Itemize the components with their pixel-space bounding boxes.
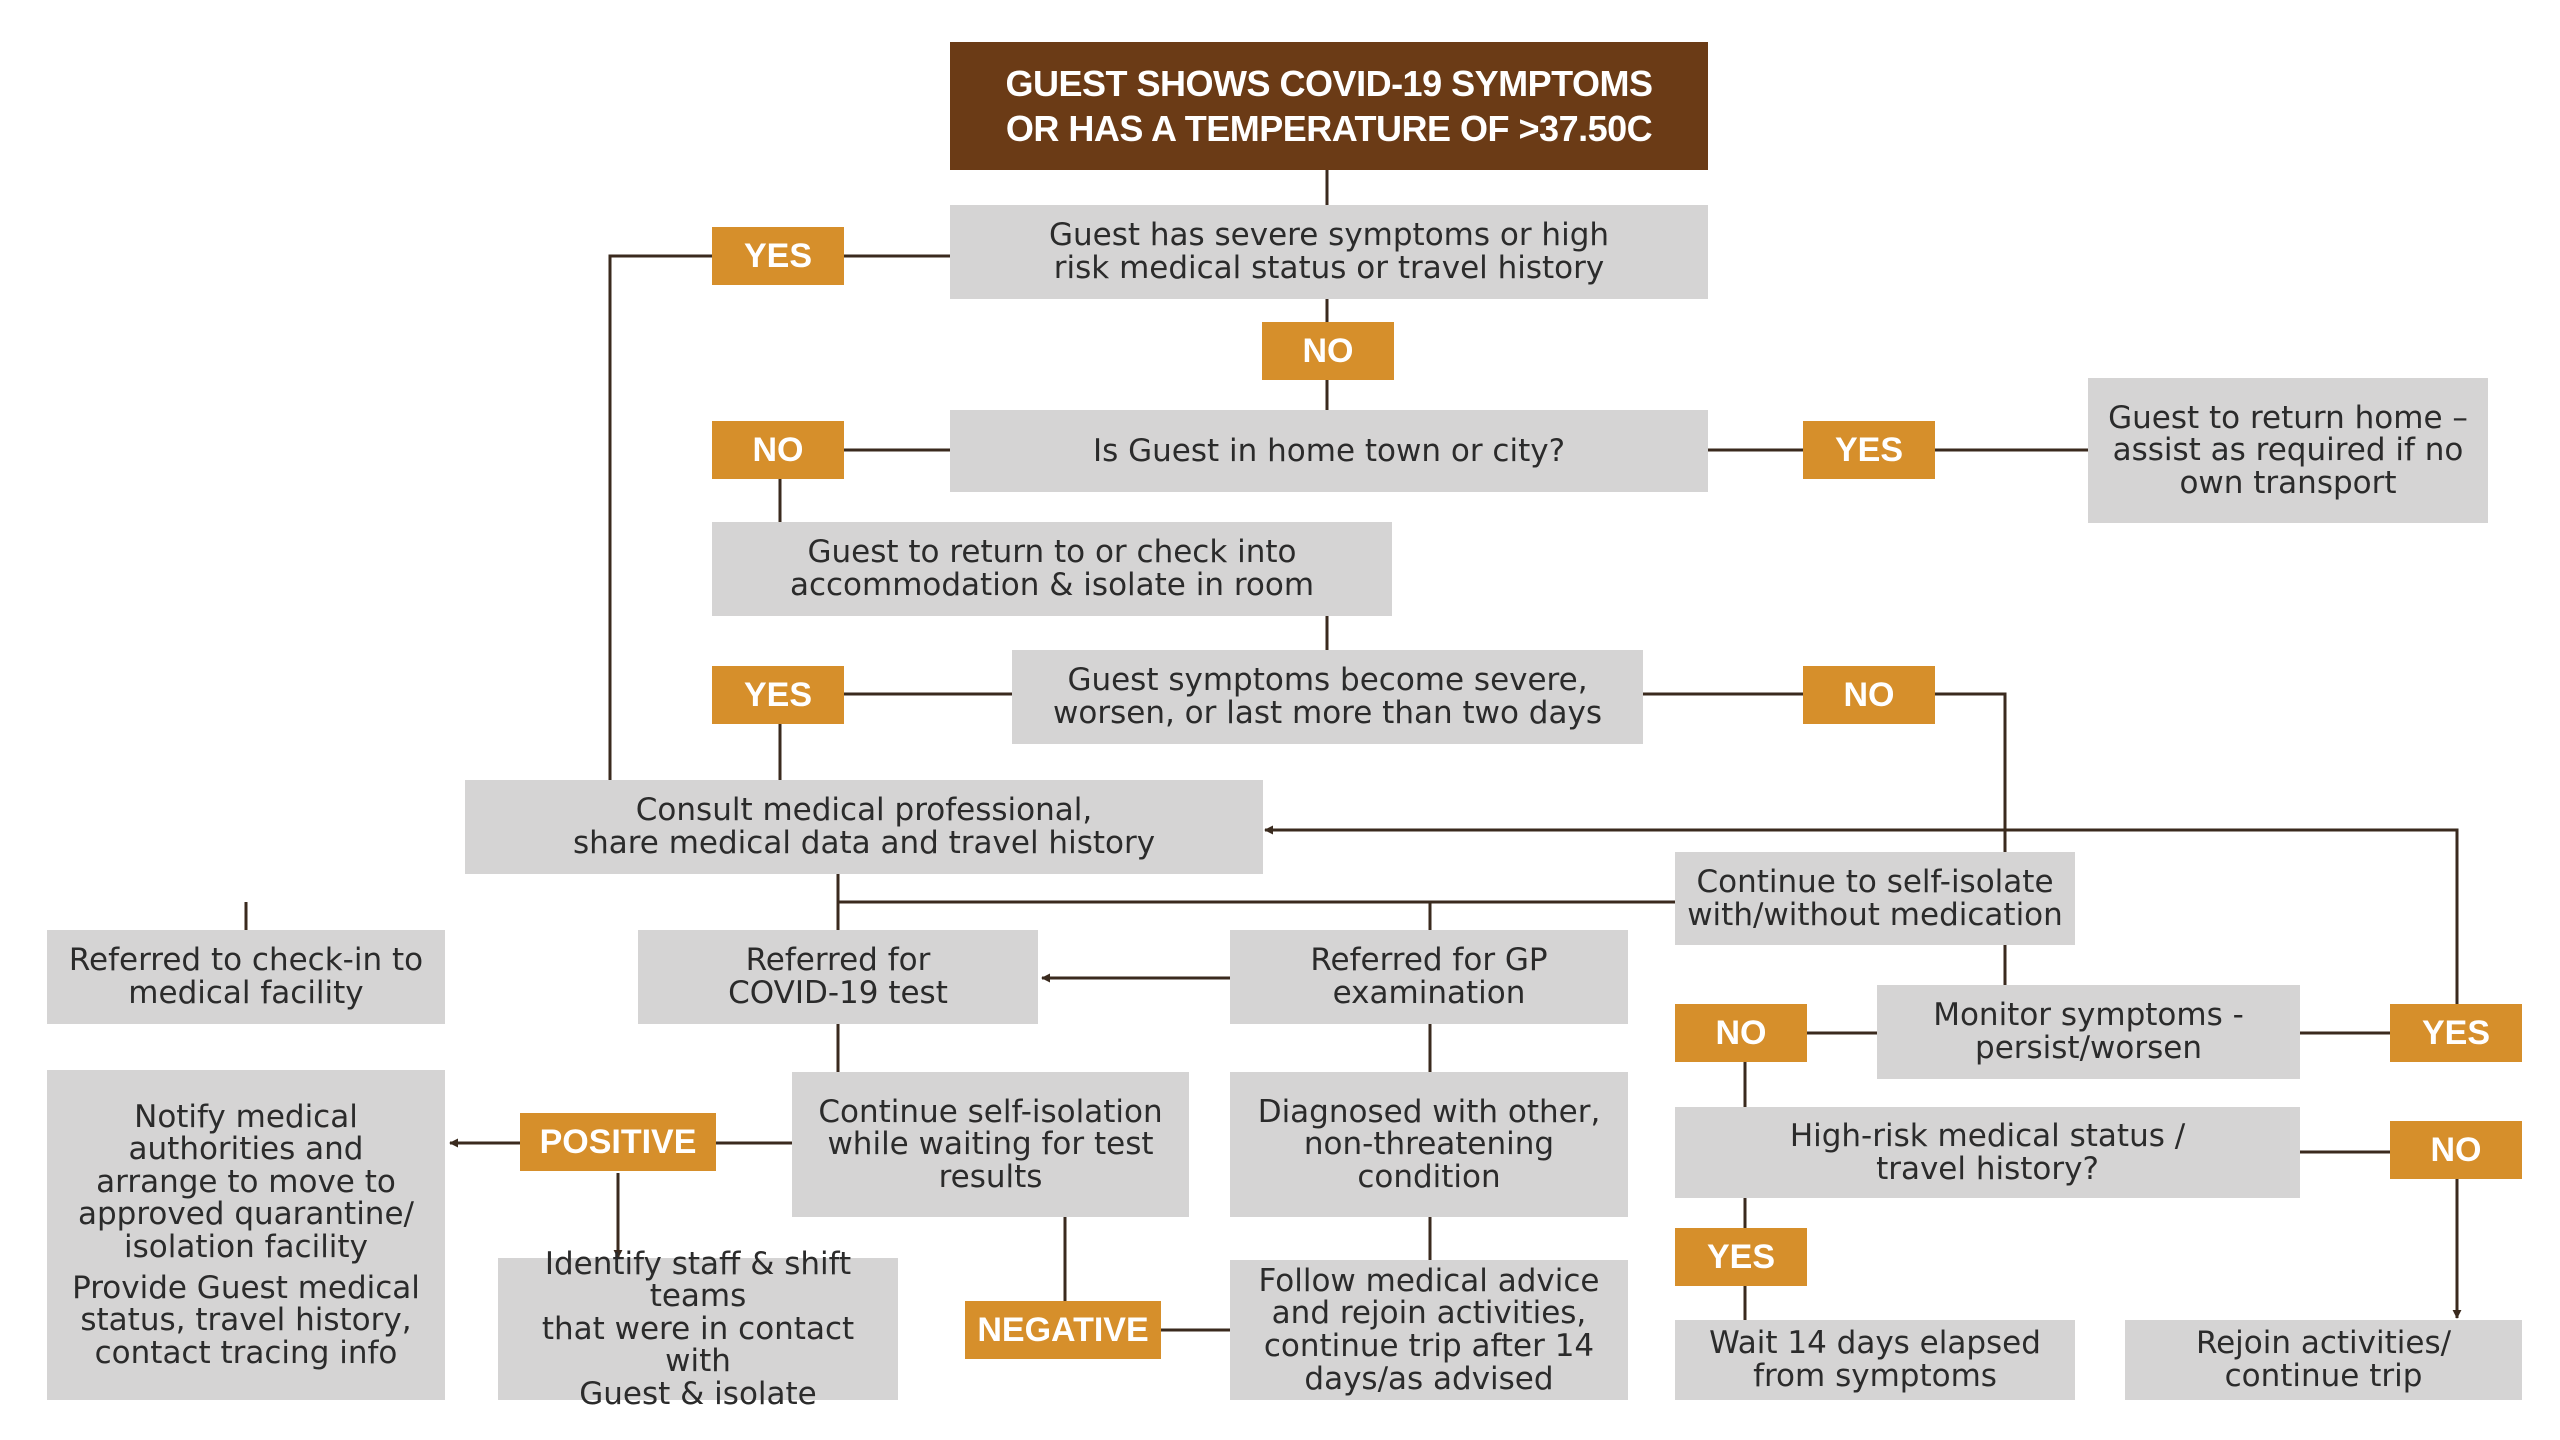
line-monitor-yes (1264, 825, 2459, 1035)
line-worsen-no (1643, 692, 2007, 852)
tag-no-monitor: NO (1675, 1004, 1807, 1062)
tag-label: YES (743, 236, 813, 275)
start-label: GUEST SHOWS COVID-19 SYMPTOMS OR HAS A T… (1005, 63, 1653, 149)
severe-check-node: Guest has severe symptoms or high risk m… (950, 205, 1708, 299)
rejoin-node: Rejoin activities/ continue trip (2125, 1320, 2522, 1400)
home-town-label: Is Guest in home town or city? (1092, 432, 1566, 469)
tag-label: YES (1834, 430, 1904, 469)
isolate-room-node: Guest to return to or check into accommo… (712, 522, 1392, 616)
tag-label: POSITIVE (539, 1122, 697, 1161)
medical-facility-node: Referred to check-in to medical facility (47, 930, 445, 1024)
tag-yes-monitor: YES (2390, 1004, 2522, 1062)
start-node: GUEST SHOWS COVID-19 SYMPTOMS OR HAS A T… (950, 42, 1708, 170)
tag-yes-worsen: YES (712, 666, 844, 724)
line-consult-bus (836, 874, 1675, 904)
wait-14-node: Wait 14 days elapsed from symptoms (1675, 1320, 2075, 1400)
isolate-room-label: Guest to return to or check into accommo… (789, 534, 1315, 603)
identify-staff-label: Identify staff & shift teams that were i… (541, 1245, 855, 1412)
self-isolate-label: Continue to self-isolate with/without me… (1687, 863, 2063, 933)
tag-label: NO (1715, 1013, 1767, 1052)
covid-test-node: Referred for COVID-19 test (638, 930, 1038, 1024)
wait-results-label: Continue self-isolation while waiting fo… (818, 1093, 1163, 1195)
wait-results-node: Continue self-isolation while waiting fo… (792, 1072, 1189, 1217)
tag-positive: POSITIVE (520, 1113, 716, 1171)
tag-no-hometown: NO (712, 421, 844, 479)
high-risk-node: High-risk medical status / travel histor… (1675, 1107, 2300, 1198)
consult-node: Consult medical professional, share medi… (465, 780, 1263, 874)
tag-label: YES (1706, 1237, 1776, 1276)
tag-label: NO (2430, 1130, 2482, 1169)
wait-14-label: Wait 14 days elapsed from symptoms (1709, 1325, 2041, 1394)
symptoms-worsen-node: Guest symptoms become severe, worsen, or… (1012, 650, 1643, 744)
follow-advice-node: Follow medical advice and rejoin activit… (1230, 1260, 1628, 1400)
notify-label: Notify medical authorities and arrange t… (78, 1098, 414, 1265)
diagnosed-other-node: Diagnosed with other, non-threatening co… (1230, 1072, 1628, 1217)
tag-label: NO (1302, 331, 1354, 370)
consult-label: Consult medical professional, share medi… (572, 792, 1156, 861)
return-home-label: Guest to return home – assist as require… (2108, 399, 2468, 501)
tag-yes-highrisk: YES (1675, 1228, 1807, 1286)
symptoms-worsen-label: Guest symptoms become severe, worsen, or… (1053, 662, 1602, 731)
gp-exam-label: Referred for GP examination (1310, 942, 1548, 1011)
self-isolate-node: Continue to self-isolate with/without me… (1675, 852, 2075, 945)
follow-advice-label: Follow medical advice and rejoin activit… (1258, 1262, 1600, 1397)
notify-node: Notify medical authorities and arrange t… (47, 1070, 445, 1400)
tag-yes-severe: YES (712, 227, 844, 285)
medical-facility-label: Referred to check-in to medical facility (68, 942, 424, 1011)
tag-no-worsen: NO (1803, 666, 1935, 724)
tag-label: NO (752, 430, 804, 469)
covid-test-label: Referred for COVID-19 test (728, 942, 948, 1011)
gp-exam-node: Referred for GP examination (1230, 930, 1628, 1024)
tag-label: NO (1843, 675, 1895, 714)
tag-negative: NEGATIVE (965, 1301, 1161, 1359)
identify-staff-node: Identify staff & shift teams that were i… (498, 1247, 898, 1410)
tag-label: NEGATIVE (977, 1310, 1149, 1349)
tag-yes-hometown: YES (1803, 421, 1935, 479)
monitor-label: Monitor symptoms - persist/worsen (1933, 997, 2244, 1066)
return-home-node: Guest to return home – assist as require… (2088, 378, 2488, 523)
home-town-node: Is Guest in home town or city? (950, 410, 1708, 492)
high-risk-label: High-risk medical status / travel histor… (1789, 1117, 2186, 1187)
severe-check-label: Guest has severe symptoms or high risk m… (1048, 217, 1610, 286)
tag-label: YES (2421, 1013, 2491, 1052)
tag-no-severe: NO (1262, 322, 1394, 380)
rejoin-label: Rejoin activities/ continue trip (2195, 1325, 2452, 1394)
tag-label: YES (743, 675, 813, 714)
diagnosed-other-label: Diagnosed with other, non-threatening co… (1257, 1093, 1601, 1195)
provide-info-label: Provide Guest medical status, travel his… (72, 1269, 420, 1371)
tag-no-highrisk: NO (2390, 1121, 2522, 1179)
monitor-node: Monitor symptoms - persist/worsen (1877, 985, 2300, 1079)
